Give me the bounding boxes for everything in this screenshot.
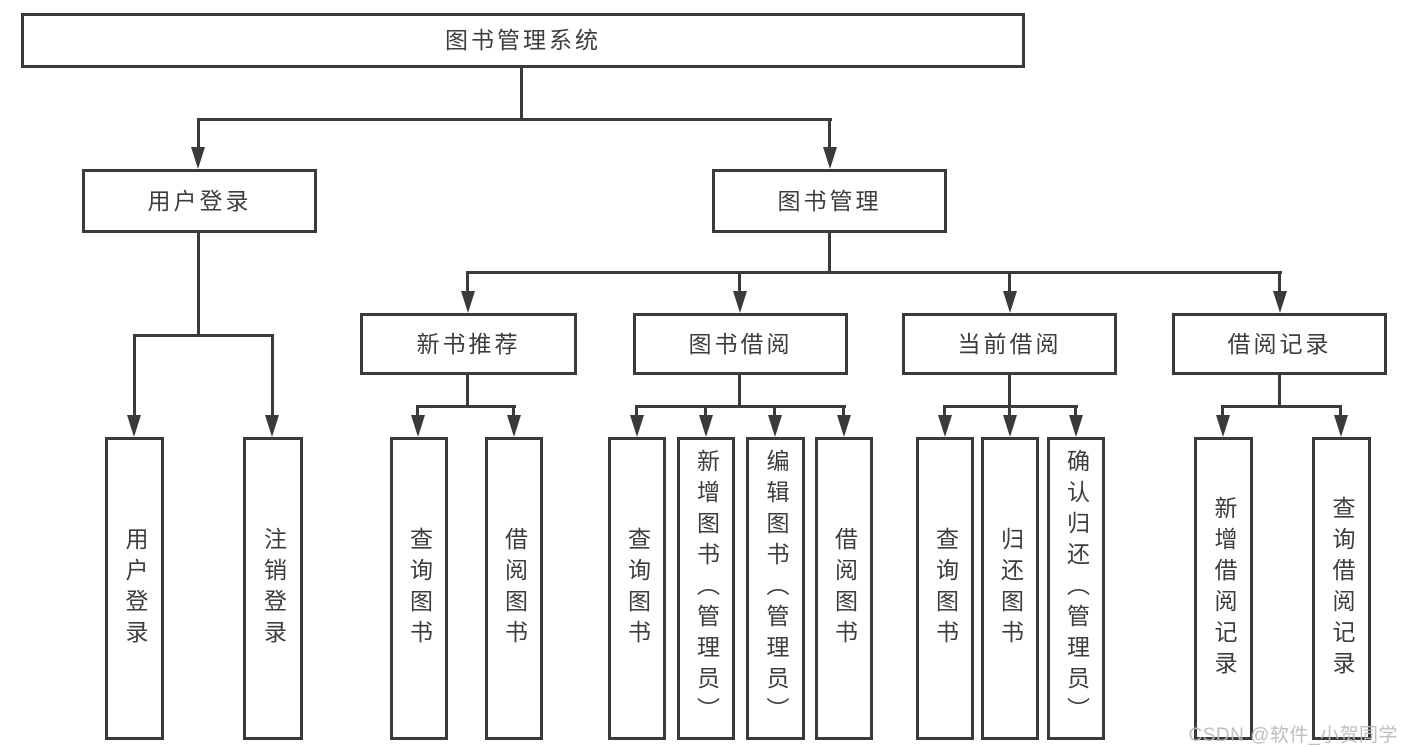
connector-drop-leaf: [416, 405, 419, 419]
connector-borrow-record-split: [1222, 405, 1342, 408]
node-user-login: 用户登录: [82, 169, 317, 233]
leaf-label: 新增图书（管理员）: [693, 449, 720, 728]
arrow-down-icon: [127, 415, 141, 437]
connector-drop-leaf: [773, 405, 776, 419]
leaf-label: 借阅图书: [831, 526, 858, 651]
node-user-login-label: 用户登录: [147, 187, 252, 214]
leaf-label: 用户登录: [122, 526, 148, 651]
arrow-down-icon: [1334, 415, 1348, 437]
connector-book-mgmt-stem: [828, 233, 831, 274]
node-new-book-recommend: 新书推荐: [360, 313, 577, 375]
connector-current-borrow-stem: [1008, 375, 1011, 407]
connector-drop-leaf: [842, 405, 845, 419]
connector-drop-leaf: [1339, 405, 1342, 419]
connector-borrow-record-stem: [1278, 375, 1281, 407]
connector-drop-book-borrow: [738, 271, 741, 295]
connector-drop-leaf: [704, 405, 707, 419]
arrow-down-icon: [191, 147, 205, 169]
leaf-user-login: 用户登录: [105, 437, 164, 740]
leaf-confirm-return-admin: 确认归还（管理员）: [1047, 437, 1105, 740]
leaf-label: 查询图书: [406, 526, 433, 651]
csdn-watermark: CSDN @软件_小贺同学: [1188, 725, 1398, 746]
leaf-add-books-admin: 新增图书（管理员）: [677, 437, 735, 740]
connector-drop-leaf: [512, 405, 515, 419]
arrow-down-icon: [507, 415, 521, 437]
connector-drop-leaf: [271, 334, 274, 418]
connector-drop-leaf: [635, 405, 638, 419]
connector-drop-leaf: [943, 405, 946, 419]
leaf-return-books: 归还图书: [981, 437, 1039, 740]
arrow-down-icon: [265, 415, 279, 437]
leaf-logout: 注销登录: [243, 437, 303, 740]
leaf-add-borrow-record: 新增借阅记录: [1194, 437, 1253, 740]
connector-new-book-split: [417, 405, 516, 408]
leaf-label: 确认归还（管理员）: [1063, 449, 1090, 728]
arrow-down-icon: [1003, 415, 1017, 437]
leaf-query-books: 查询图书: [916, 437, 974, 740]
leaf-label: 归还图书: [997, 526, 1024, 651]
node-new-book-recommend-label: 新书推荐: [416, 330, 521, 357]
arrow-down-icon: [461, 291, 475, 313]
leaf-query-books: 查询图书: [390, 437, 448, 740]
connector-drop-user-login: [197, 118, 200, 152]
connector-drop-book-mgmt: [828, 118, 831, 152]
node-book-management: 图书管理: [712, 169, 947, 233]
node-book-borrowing-label: 图书借阅: [688, 330, 793, 357]
leaf-label: 查询图书: [624, 526, 651, 651]
connector-book-borrow-split: [636, 405, 846, 408]
connector-user-login-split: [133, 334, 274, 337]
arrow-down-icon: [733, 291, 747, 313]
connector-drop-borrow-record: [1278, 271, 1281, 295]
arrow-down-icon: [837, 415, 851, 437]
leaf-label: 注销登录: [260, 526, 287, 651]
arrow-down-icon: [768, 415, 782, 437]
connector-root-split: [197, 118, 832, 121]
arrow-down-icon: [1273, 291, 1287, 313]
arrow-down-icon: [1003, 291, 1017, 313]
arrow-down-icon: [699, 415, 713, 437]
connector-user-login-stem: [197, 233, 200, 336]
node-library-system-label: 图书管理系统: [445, 27, 601, 53]
node-borrowing-records-label: 借阅记录: [1227, 330, 1332, 357]
arrow-down-icon: [1216, 415, 1230, 437]
arrow-down-icon: [1069, 415, 1083, 437]
connector-book-borrow-stem: [738, 375, 741, 407]
node-book-borrowing: 图书借阅: [633, 313, 848, 375]
leaf-borrow-books: 借阅图书: [815, 437, 873, 740]
connector-drop-current-borrow: [1008, 271, 1011, 295]
arrow-down-icon: [938, 415, 952, 437]
arrow-down-icon: [630, 415, 644, 437]
node-library-system: 图书管理系统: [21, 13, 1025, 68]
connector-drop-new-book: [466, 271, 469, 295]
node-book-management-label: 图书管理: [777, 187, 882, 214]
connector-drop-leaf: [1074, 405, 1077, 419]
connector-current-borrow-split: [944, 405, 1078, 408]
connector-book-mgmt-split: [467, 271, 1282, 274]
node-current-borrowing-label: 当前借阅: [957, 330, 1062, 357]
node-current-borrowing: 当前借阅: [902, 313, 1117, 375]
leaf-query-borrow-record: 查询借阅记录: [1312, 437, 1371, 740]
leaf-query-books: 查询图书: [608, 437, 666, 740]
leaf-label: 查询图书: [932, 526, 959, 651]
leaf-label: 新增借阅记录: [1211, 495, 1237, 682]
connector-drop-leaf: [1221, 405, 1224, 419]
connector-root-stem: [520, 68, 523, 121]
connector-drop-leaf: [1008, 405, 1011, 419]
node-borrowing-records: 借阅记录: [1172, 313, 1387, 375]
leaf-label: 编辑图书（管理员）: [763, 449, 789, 728]
leaf-edit-books-admin: 编辑图书（管理员）: [746, 437, 805, 740]
arrow-down-icon: [823, 147, 837, 169]
leaf-label: 查询借阅记录: [1329, 495, 1355, 682]
leaf-borrow-books: 借阅图书: [485, 437, 543, 740]
connector-drop-leaf: [133, 334, 136, 418]
arrow-down-icon: [411, 415, 425, 437]
connector-new-book-stem: [466, 375, 469, 407]
leaf-label: 借阅图书: [501, 526, 528, 651]
